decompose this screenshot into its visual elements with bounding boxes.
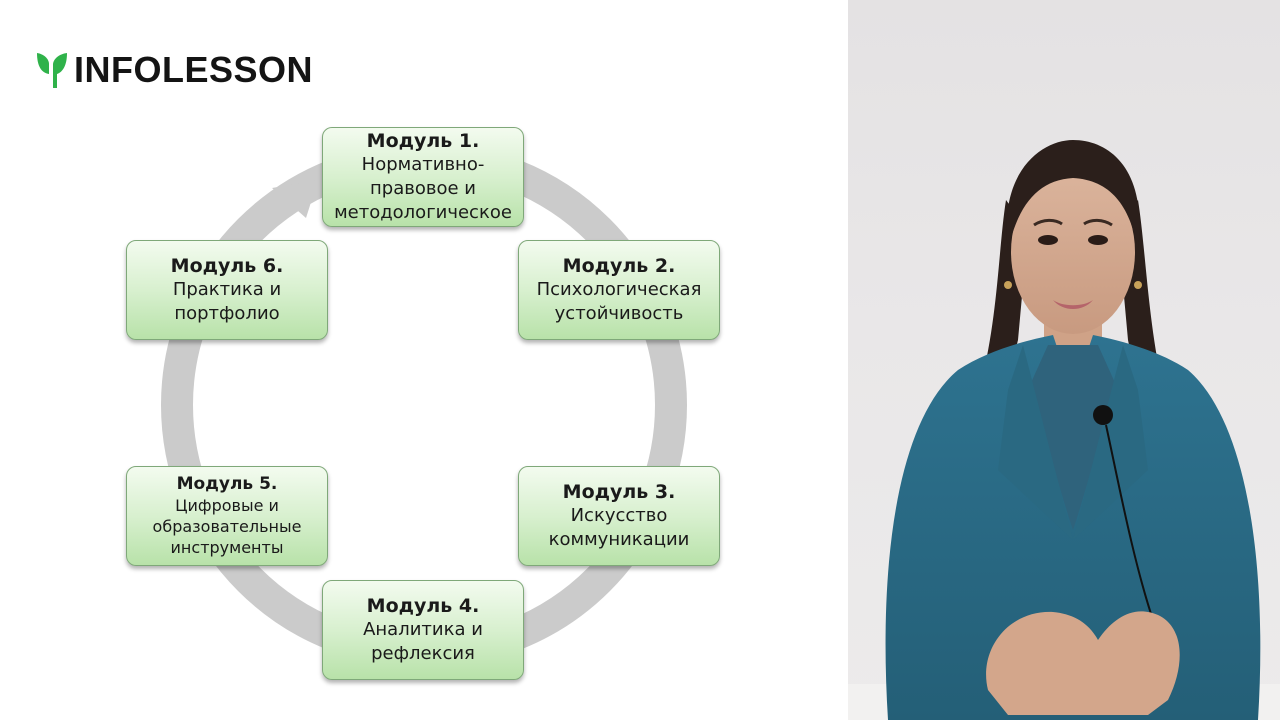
- inner-top: [1030, 345, 1116, 530]
- cycle-arrow-icon: [272, 180, 318, 218]
- lapel-microphone-icon: [1093, 405, 1113, 425]
- eye-right: [1088, 235, 1108, 245]
- module-1-box: Модуль 1. Нормативно-правовое и методоло…: [322, 127, 524, 227]
- module-4-box: Модуль 4. Аналитика и рефлексия: [322, 580, 524, 680]
- eye-left: [1038, 235, 1058, 245]
- module-2-title: Модуль 2.: [562, 255, 676, 277]
- lapel-left: [998, 345, 1073, 540]
- brow-right: [1083, 218, 1113, 227]
- module-3-box: Модуль 3. Искусство коммуникации: [518, 466, 720, 566]
- hands: [986, 611, 1180, 715]
- brand-name: INFOLESSON: [74, 49, 314, 90]
- module-5-body: Цифровые и образовательные инструменты: [152, 496, 302, 557]
- mic-cable: [1105, 424, 1154, 621]
- brow-left: [1033, 218, 1063, 227]
- hair-top: [1006, 140, 1140, 250]
- earring-right: [1134, 281, 1142, 289]
- module-3-body: Искусство коммуникации: [548, 505, 690, 550]
- cycle-ring-track: [161, 142, 687, 668]
- module-2-box: Модуль 2. Психологическая устойчивость: [518, 240, 720, 340]
- module-6-title: Модуль 6.: [170, 255, 284, 277]
- module-1-title: Модуль 1.: [366, 130, 480, 152]
- module-6-body: Практика и портфолио: [172, 279, 282, 324]
- infolesson-logo: INFOLESSON: [36, 50, 313, 90]
- slide: INFOLESSON Модуль 1. Нормативно-правовое…: [36, 49, 720, 680]
- module-1-body: Нормативно-правовое и методологическое: [334, 154, 512, 223]
- face: [1011, 170, 1135, 334]
- presenter-video-panel: [848, 0, 1280, 720]
- leaf-logo-icon: [37, 53, 67, 88]
- module-4-title: Модуль 4.: [366, 595, 480, 617]
- module-5-box: Модуль 5. Цифровые и образовательные инс…: [126, 466, 328, 566]
- earring-left: [1004, 281, 1012, 289]
- module-6-box: Модуль 6. Практика и портфолио: [126, 240, 328, 340]
- module-2-body: Психологическая устойчивость: [536, 279, 702, 324]
- mouth: [1053, 300, 1093, 309]
- module-5-title: Модуль 5.: [176, 474, 278, 494]
- presenter-illustration: [848, 140, 1280, 720]
- module-3-title: Модуль 3.: [562, 481, 676, 503]
- module-4-body: Аналитика и рефлексия: [363, 619, 483, 664]
